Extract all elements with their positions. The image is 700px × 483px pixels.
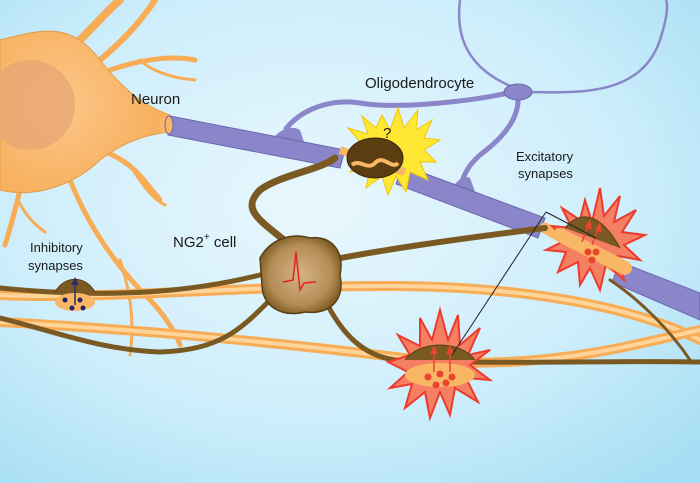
oligodendrocyte-label: Oligodendrocyte: [365, 75, 474, 92]
ng2-label-main: NG2: [173, 234, 204, 251]
neuron-nucleus: [0, 60, 75, 150]
ng2-cell-body: [259, 235, 342, 315]
excitatory-synapse-lower: [404, 344, 476, 389]
unknown-synapse: [338, 137, 407, 179]
inhibitory-label-line2: synapses: [28, 258, 83, 273]
ng2-label-sup: +: [204, 232, 210, 243]
oligodendrocyte-soma: [503, 83, 533, 101]
neuron-label: Neuron: [131, 91, 180, 108]
question-mark-label: ?: [383, 125, 391, 142]
excitatory-synapse-upper: [553, 216, 632, 275]
excitatory-label-line2: synapses: [518, 166, 573, 181]
ng2-cell-label: NG2+ cell: [173, 232, 236, 251]
inhibitory-synapse: [54, 277, 96, 311]
excitatory-leader-lines: [451, 211, 597, 356]
myelinated-axon: [160, 115, 700, 321]
ng2-label-tail: cell: [210, 234, 237, 251]
action-potential-trace: [282, 251, 317, 293]
excitatory-label-line1: Excitatory: [516, 149, 574, 164]
inhibitory-label-line1: Inhibitory: [30, 240, 83, 255]
